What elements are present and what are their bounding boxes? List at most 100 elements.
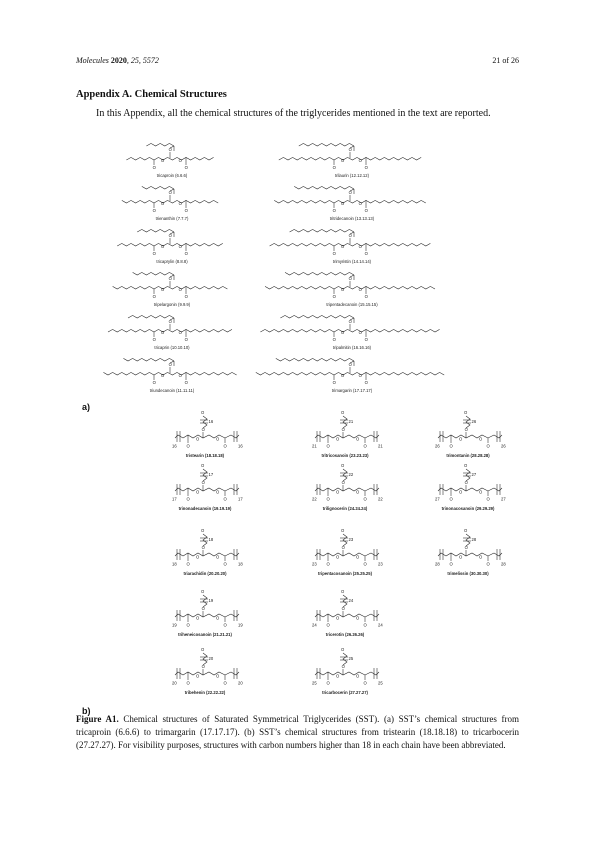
compound-label: trilaurin (12.12.12) bbox=[335, 173, 370, 178]
svg-text:21: 21 bbox=[312, 444, 317, 449]
svg-text:O: O bbox=[185, 380, 189, 385]
svg-text:O: O bbox=[341, 201, 345, 206]
svg-text:O: O bbox=[364, 623, 368, 628]
svg-text:17: 17 bbox=[172, 497, 177, 502]
compound-label: trimargarin (17.17.17) bbox=[332, 388, 373, 393]
svg-text:O: O bbox=[342, 545, 346, 550]
svg-text:O: O bbox=[153, 165, 157, 170]
svg-text:O: O bbox=[479, 437, 483, 442]
compound-label: tripelargonin (9.9.9) bbox=[154, 302, 191, 307]
svg-text:O: O bbox=[179, 158, 183, 163]
svg-text:O: O bbox=[333, 208, 337, 213]
svg-text:O: O bbox=[356, 490, 360, 495]
svg-text:O: O bbox=[364, 562, 368, 567]
svg-text:28: 28 bbox=[472, 537, 477, 542]
compound-label: trimyristin (14.14.14) bbox=[333, 259, 372, 264]
svg-text:17: 17 bbox=[209, 472, 214, 477]
svg-text:O: O bbox=[464, 463, 468, 468]
svg-text:O: O bbox=[327, 623, 331, 628]
svg-text:25: 25 bbox=[349, 656, 354, 661]
svg-text:18: 18 bbox=[238, 562, 243, 567]
svg-text:16: 16 bbox=[209, 419, 214, 424]
svg-text:O: O bbox=[356, 555, 360, 560]
svg-text:O: O bbox=[179, 244, 183, 249]
svg-text:23: 23 bbox=[378, 562, 383, 567]
svg-text:O: O bbox=[187, 681, 191, 686]
svg-text:O: O bbox=[342, 480, 346, 485]
svg-text:O: O bbox=[196, 555, 200, 560]
svg-text:O: O bbox=[459, 490, 463, 495]
svg-text:O: O bbox=[196, 490, 200, 495]
svg-text:O: O bbox=[341, 463, 345, 468]
svg-text:O: O bbox=[336, 437, 340, 442]
svg-text:O: O bbox=[464, 410, 468, 415]
svg-text:O: O bbox=[365, 380, 369, 385]
svg-text:O: O bbox=[465, 545, 469, 550]
svg-text:O: O bbox=[465, 480, 469, 485]
svg-text:O: O bbox=[179, 201, 183, 206]
svg-text:O: O bbox=[336, 490, 340, 495]
svg-text:23: 23 bbox=[312, 562, 317, 567]
svg-text:O: O bbox=[216, 490, 220, 495]
svg-text:O: O bbox=[341, 373, 345, 378]
svg-text:O: O bbox=[224, 681, 228, 686]
svg-text:O: O bbox=[341, 528, 345, 533]
compound-label: tritricosanoin (23.23.23) bbox=[321, 453, 369, 458]
svg-text:O: O bbox=[327, 562, 331, 567]
svg-text:O: O bbox=[201, 647, 205, 652]
compound-label: tripentadecanoin (15.15.15) bbox=[326, 302, 378, 307]
svg-text:O: O bbox=[327, 444, 331, 449]
compound-label: trimelissin (30.30.30) bbox=[447, 571, 489, 576]
figure-caption: Figure A1. Chemical structures of Satura… bbox=[76, 713, 519, 753]
svg-text:27: 27 bbox=[435, 497, 440, 502]
svg-text:23: 23 bbox=[349, 537, 354, 542]
svg-text:20: 20 bbox=[172, 681, 177, 686]
svg-text:O: O bbox=[336, 674, 340, 679]
svg-text:O: O bbox=[450, 497, 454, 502]
svg-text:21: 21 bbox=[349, 419, 354, 424]
compound-label: tristearin (18.18.18) bbox=[186, 453, 225, 458]
compound-label: tricaprylin (8.8.8) bbox=[156, 259, 188, 264]
svg-text:26: 26 bbox=[501, 444, 506, 449]
compound-label: triundecanoin (11.11.11) bbox=[150, 388, 195, 393]
svg-text:O: O bbox=[153, 208, 157, 213]
svg-text:O: O bbox=[341, 287, 345, 292]
svg-text:O: O bbox=[169, 233, 173, 238]
svg-text:O: O bbox=[327, 497, 331, 502]
svg-text:O: O bbox=[336, 616, 340, 621]
svg-text:O: O bbox=[224, 497, 228, 502]
svg-text:26: 26 bbox=[472, 419, 477, 424]
section-title: Appendix A. Chemical Structures bbox=[76, 89, 227, 100]
svg-text:O: O bbox=[187, 497, 191, 502]
svg-text:O: O bbox=[333, 294, 337, 299]
compound-label: triarachidin (20.20.20) bbox=[183, 571, 227, 576]
svg-text:O: O bbox=[169, 276, 173, 281]
compound-label: trienanthin (7.7.7) bbox=[156, 216, 189, 221]
panel-b-label: b) bbox=[82, 706, 91, 716]
svg-text:O: O bbox=[487, 497, 491, 502]
compound-label: tricarbocerin (27.27.27) bbox=[322, 690, 368, 695]
svg-text:O: O bbox=[341, 158, 345, 163]
svg-text:20: 20 bbox=[238, 681, 243, 686]
svg-text:O: O bbox=[196, 674, 200, 679]
svg-text:O: O bbox=[179, 373, 183, 378]
svg-text:O: O bbox=[333, 380, 337, 385]
svg-text:O: O bbox=[187, 562, 191, 567]
svg-text:O: O bbox=[450, 562, 454, 567]
svg-text:22: 22 bbox=[312, 497, 317, 502]
